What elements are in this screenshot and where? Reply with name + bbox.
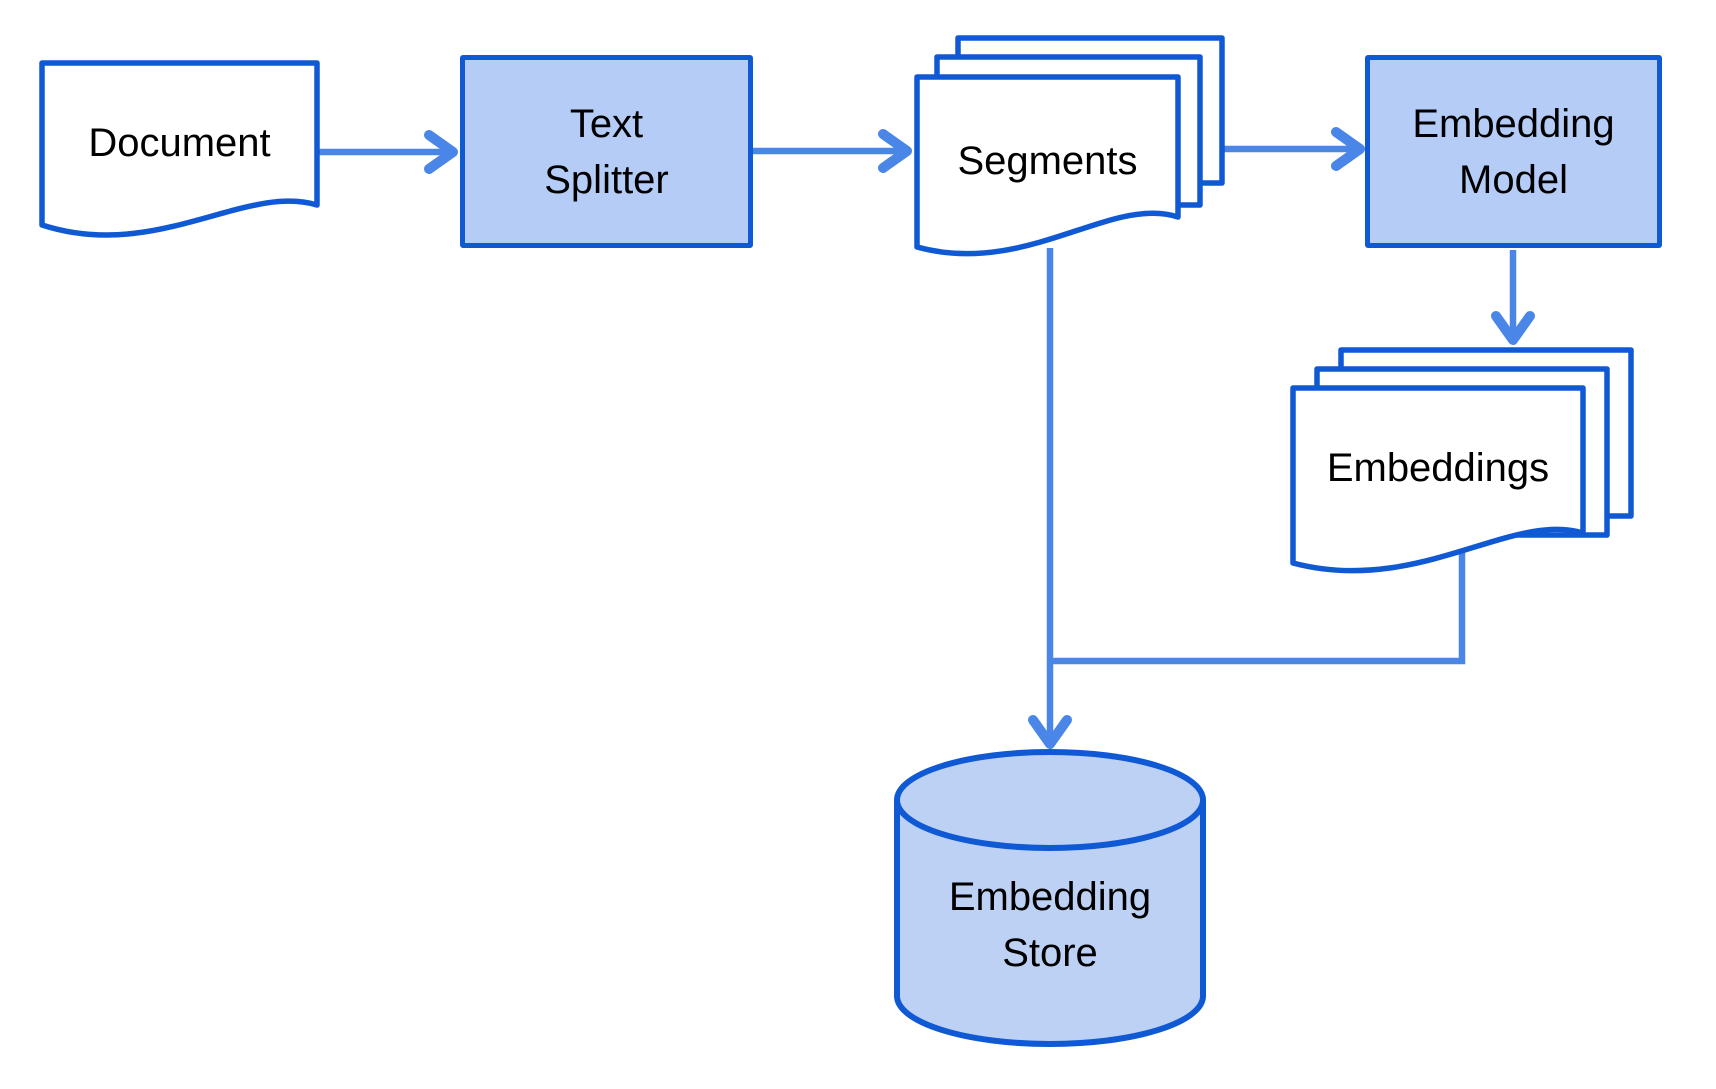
embeddings-label: Embeddings — [1326, 446, 1550, 490]
cylinder-body — [894, 800, 1206, 1047]
node-embedding-model — [1365, 55, 1662, 248]
node-text-splitter — [460, 55, 753, 248]
arrow-head-icon — [1331, 127, 1365, 171]
cylinder-top — [894, 749, 1206, 851]
arrow-head-icon — [1028, 715, 1072, 749]
embedding-store-label: Embedding Store — [948, 875, 1152, 975]
arrow-head-icon — [424, 130, 458, 174]
arrow-head-icon — [878, 129, 912, 173]
node-embedding-store — [894, 749, 1206, 1047]
arrow-document-to-text-splitter — [317, 130, 458, 174]
arrow-head-icon — [1491, 311, 1535, 345]
front-sheet — [914, 74, 1181, 257]
front-sheet — [1290, 385, 1586, 574]
embedding-model-label: Embedding Model — [1412, 101, 1615, 202]
document-label: Document — [88, 121, 271, 165]
arrow-text-splitter-to-segments — [753, 129, 912, 173]
segments-label: Segments — [957, 139, 1138, 183]
arrow-segments-to-embedding-model — [1222, 127, 1365, 171]
text-splitter-label: Text Splitter — [544, 101, 669, 202]
node-document — [39, 60, 320, 238]
node-segments-stack — [914, 35, 1225, 257]
connector-embeddings-to-junction — [1047, 550, 1466, 665]
arrow-segments-to-embedding-store — [1028, 248, 1072, 749]
arrow-embedding-model-to-embeddings — [1491, 250, 1535, 345]
node-embeddings-stack — [1290, 347, 1634, 574]
